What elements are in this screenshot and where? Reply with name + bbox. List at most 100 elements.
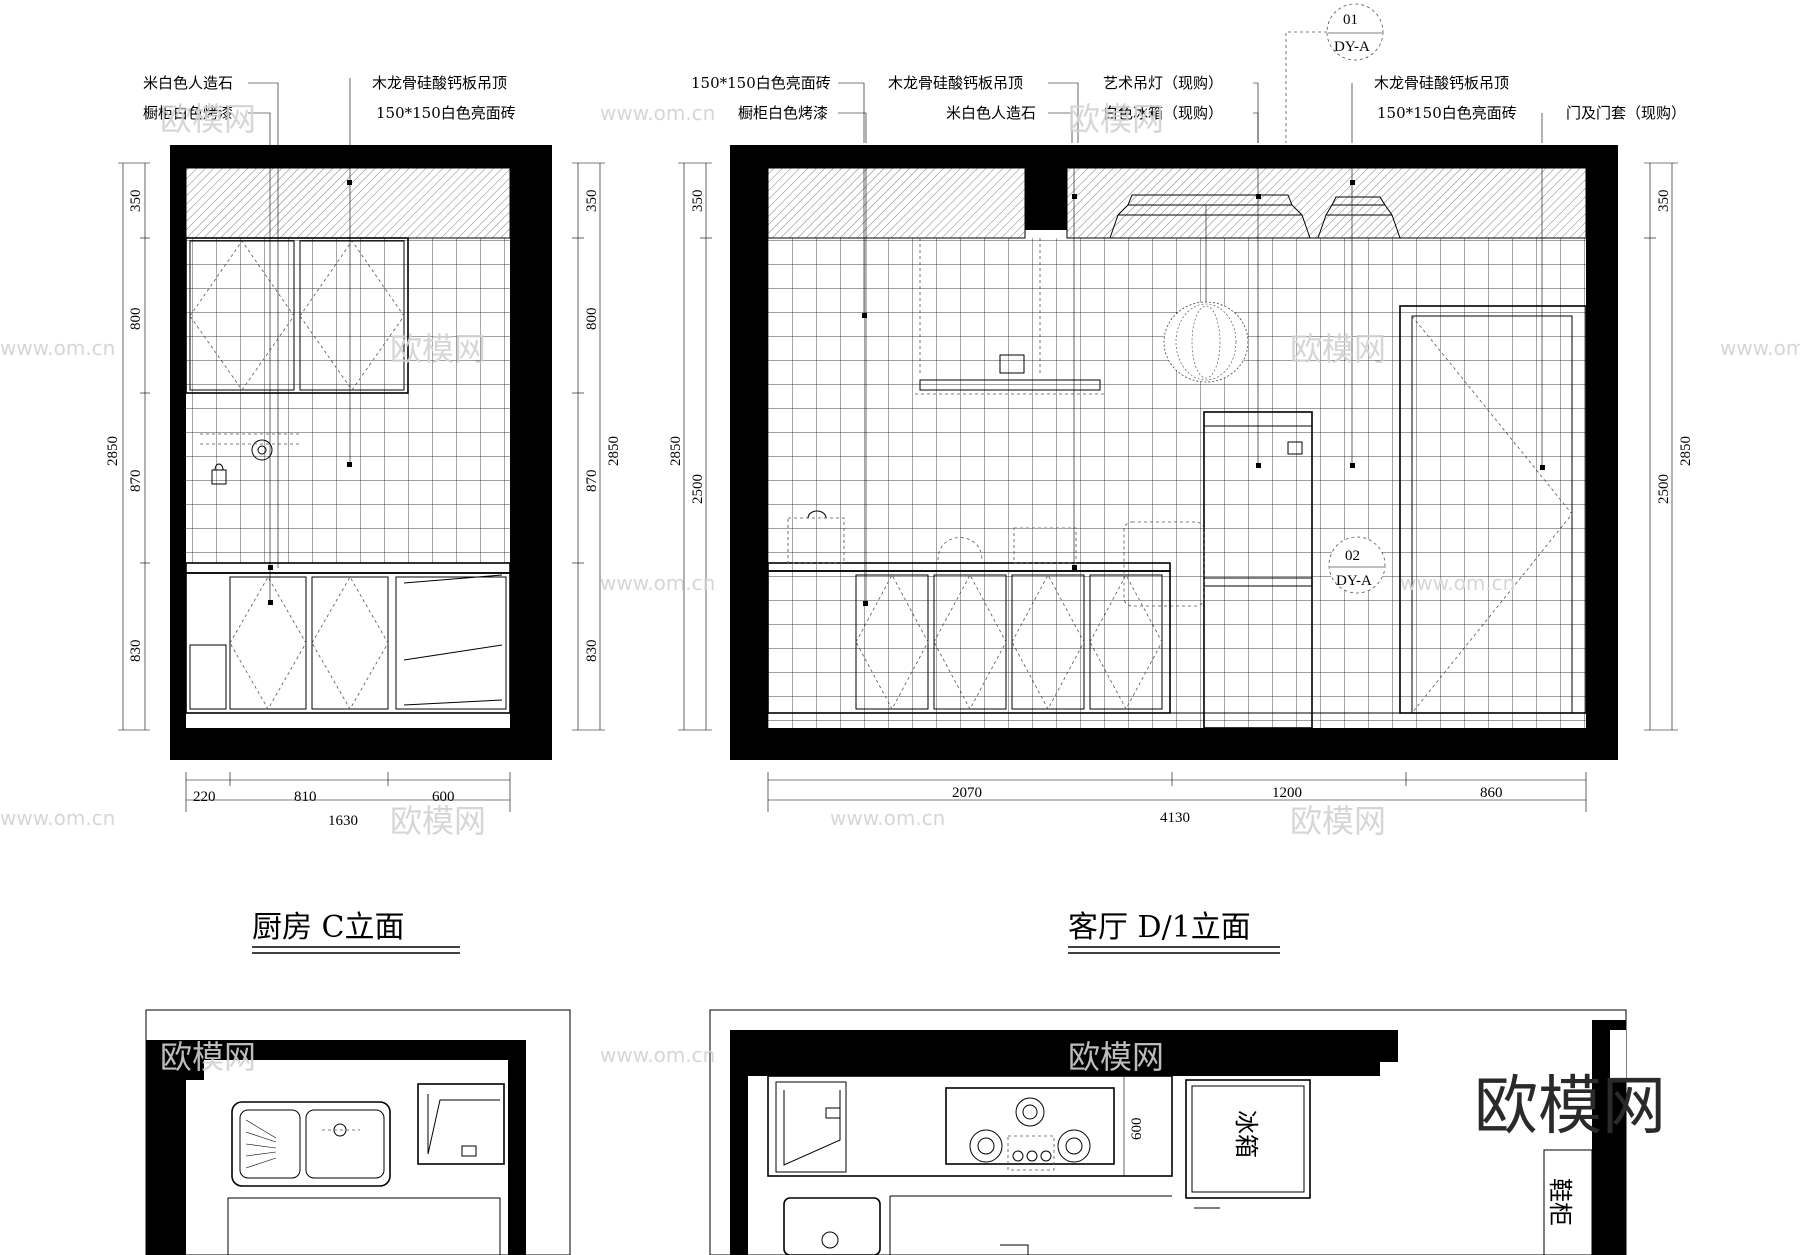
callout-01-num: 01 bbox=[1343, 12, 1358, 28]
kitchen-label-cabinet: 橱柜白色烤漆 bbox=[143, 104, 233, 122]
living-label-tile-left: 150*150白色亮面砖 bbox=[691, 74, 831, 92]
watermark-brand: 欧模网 bbox=[390, 330, 486, 368]
watermark-brand: 欧模网 bbox=[1290, 330, 1386, 368]
watermark-site: www.om.cn bbox=[0, 806, 115, 830]
watermark-brand: 欧模网 bbox=[160, 100, 256, 138]
kitchen-c-elevation: 米白色人造石 橱柜白色烤漆 木龙骨硅酸钙板吊顶 150*150白色亮面砖 350… bbox=[105, 74, 622, 954]
living-dim-left-0: 350 bbox=[690, 190, 706, 213]
plan-fridge: 冰箱 bbox=[1185, 1079, 1311, 1209]
kitchen-dim-right-2: 870 bbox=[584, 470, 600, 493]
living-dim-bottom-0: 2070 bbox=[952, 785, 982, 801]
plan-dim-600: 600 bbox=[1129, 1118, 1145, 1141]
living-lower-cabinets bbox=[767, 570, 1586, 714]
kitchen-dim-bottom-total: 1630 bbox=[328, 813, 358, 829]
living-dim-bottom-1: 1200 bbox=[1272, 785, 1302, 801]
kitchen-leaders bbox=[248, 78, 352, 605]
kitchen-title: 厨房 C立面 bbox=[252, 910, 405, 945]
living-dim-right-0: 350 bbox=[1656, 190, 1672, 213]
plan-counter bbox=[767, 1075, 1173, 1177]
living-label-cabinet: 橱柜白色烤漆 bbox=[738, 104, 828, 122]
plan-fridge-label: 冰箱 bbox=[1232, 1110, 1260, 1158]
living-dim-left: 350 2500 2850 bbox=[668, 162, 712, 731]
callout-02: 02 DY-A bbox=[1328, 536, 1386, 594]
kitchen-label-stone: 米白色人造石 bbox=[143, 74, 233, 92]
living-dim-right-total: 2850 bbox=[1678, 436, 1694, 466]
watermark-brand: 欧模网 bbox=[160, 1038, 256, 1076]
watermark-site: www.om.cn bbox=[1720, 336, 1800, 360]
kitchen-countertop bbox=[185, 562, 511, 574]
living-dim-right: 350 2500 2850 bbox=[1644, 162, 1694, 731]
watermark-brand: 欧模网 bbox=[1290, 802, 1386, 840]
kitchen-dim-bottom-1: 810 bbox=[294, 789, 317, 805]
living-dim-bottom: 2070 1200 860 4130 bbox=[767, 772, 1587, 826]
living-d-elevation: 150*150白色亮面砖 橱柜白色烤漆 木龙骨硅酸钙板吊顶 米白色人造石 艺术吊… bbox=[668, 3, 1694, 954]
watermark-site: www.om.cn bbox=[830, 806, 945, 830]
range-hood bbox=[915, 238, 1105, 395]
plan-right-walls bbox=[730, 1030, 1398, 1255]
kitchen-dim-left-2: 870 bbox=[128, 470, 144, 493]
kitchen-dim-left-0: 350 bbox=[128, 190, 144, 213]
watermark-site: www.om.cn bbox=[0, 336, 115, 360]
door-elevation bbox=[1399, 305, 1605, 714]
living-ceiling-hatch-right bbox=[1066, 167, 1587, 239]
living-dim-bottom-2: 860 bbox=[1480, 785, 1503, 801]
brand-watermark-large: 欧模网 bbox=[1474, 1070, 1666, 1144]
cooktop-icon: 600 bbox=[945, 1076, 1145, 1176]
living-label-lamp: 艺术吊灯（现购） bbox=[1103, 74, 1223, 92]
kitchen-ceiling-hatch bbox=[185, 167, 511, 239]
callout-02-code: DY-A bbox=[1336, 573, 1372, 589]
kitchen-upper-cabinets bbox=[185, 237, 409, 394]
living-label-ceiling-mid: 木龙骨硅酸钙板吊顶 bbox=[888, 74, 1023, 92]
watermark-site: www.om.cn bbox=[1400, 571, 1515, 595]
kitchen-label-ceiling: 木龙骨硅酸钙板吊顶 bbox=[372, 74, 507, 92]
living-label-fridge: 白色冰箱（现购） bbox=[1103, 104, 1223, 122]
faucet-icon bbox=[200, 433, 300, 485]
living-dim-bottom-total: 4130 bbox=[1160, 810, 1190, 826]
kitchen-dim-left-1: 800 bbox=[128, 308, 144, 331]
callout-02-num: 02 bbox=[1345, 548, 1360, 564]
floor-plan: 600 冰箱 鞋柜 bbox=[145, 1009, 1627, 1255]
counter-appliances bbox=[787, 510, 1205, 607]
living-ceiling-hatch-left bbox=[767, 167, 1026, 239]
callout-01-code: DY-A bbox=[1334, 39, 1370, 55]
kitchen-dim-right-1: 800 bbox=[584, 308, 600, 331]
watermark-site: www.om.cn bbox=[600, 571, 715, 595]
kitchen-dim-right: 350 800 870 830 2850 bbox=[572, 162, 622, 731]
living-dim-right-1: 2500 bbox=[1656, 474, 1672, 504]
kitchen-wall-tiles bbox=[186, 238, 510, 563]
kitchen-label-tile: 150*150白色亮面砖 bbox=[376, 104, 516, 122]
kitchen-dim-bottom-2: 600 bbox=[432, 789, 455, 805]
living-label-stone: 米白色人造石 bbox=[946, 104, 1036, 122]
living-label-ceiling-right: 木龙骨硅酸钙板吊顶 bbox=[1374, 74, 1509, 92]
kitchen-dim-left-3: 830 bbox=[128, 640, 144, 663]
watermark-site: www.om.cn bbox=[600, 1043, 715, 1067]
living-dim-left-total: 2850 bbox=[668, 436, 684, 466]
plan-left-walls bbox=[146, 1040, 526, 1255]
pendant-lamp-icon bbox=[1163, 205, 1249, 383]
plan-shoe-label: 鞋柜 bbox=[1546, 1178, 1574, 1226]
ceiling-trim bbox=[1109, 194, 1401, 239]
plan-shoe-cabinet: 鞋柜 bbox=[1543, 1149, 1593, 1255]
watermark-brand: 欧模网 bbox=[1068, 1038, 1164, 1076]
watermarks: www.om.cn www.om.cn www.om.cn www.om.cn … bbox=[0, 100, 1800, 1076]
living-leaders bbox=[838, 82, 1545, 606]
living-label-door: 门及门套（现购） bbox=[1566, 104, 1686, 122]
watermark-brand: 欧模网 bbox=[390, 802, 486, 840]
kitchen-dim-bottom-0: 220 bbox=[193, 789, 216, 805]
watermark-site: www.om.cn bbox=[600, 101, 715, 125]
living-wall-tiles bbox=[768, 238, 1586, 728]
kitchen-dim-right-3: 830 bbox=[584, 640, 600, 663]
kitchen-dim-left-total: 2850 bbox=[105, 436, 121, 466]
callout-01: 01 DY-A bbox=[1285, 3, 1384, 143]
living-dim-left-1: 2500 bbox=[690, 474, 706, 504]
kitchen-dim-left: 350 800 870 830 2850 bbox=[105, 162, 150, 731]
kitchen-dim-right-0: 350 bbox=[584, 190, 600, 213]
kitchen-dim-right-total: 2850 bbox=[606, 436, 622, 466]
kitchen-lower-cabinets bbox=[185, 572, 511, 714]
living-label-tile-right: 150*150白色亮面砖 bbox=[1377, 104, 1517, 122]
plan-left-sink bbox=[231, 1101, 391, 1187]
living-title: 客厅 D/1立面 bbox=[1068, 910, 1251, 945]
kitchen-wall-section bbox=[170, 145, 552, 760]
watermark-brand: 欧模网 bbox=[1068, 100, 1164, 138]
